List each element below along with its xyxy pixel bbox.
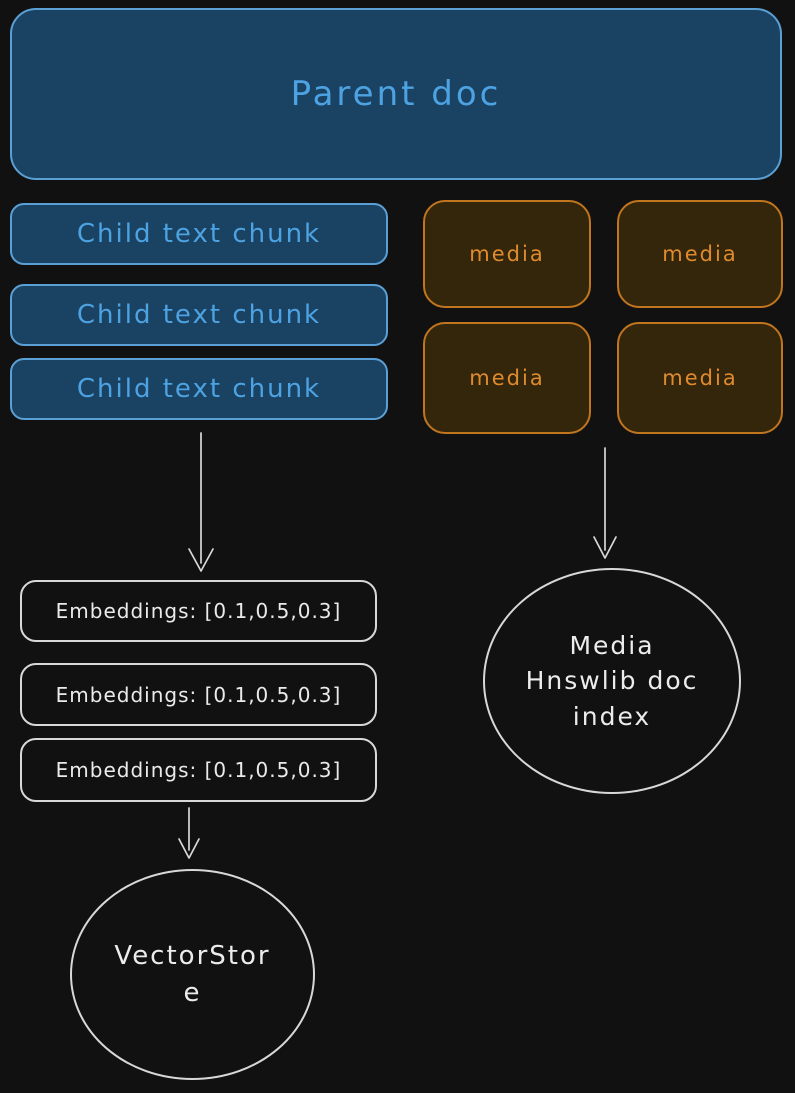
media-box: media <box>423 322 591 434</box>
parent-doc-label: Parent doc <box>290 74 502 114</box>
embeddings-box: Embeddings: [0.1,0.5,0.3] <box>20 738 377 802</box>
vector-store-label-line: e <box>183 977 202 1008</box>
parent-doc-box: Parent doc <box>10 8 782 180</box>
media-label: media <box>662 242 738 266</box>
media-label: media <box>469 242 545 266</box>
child-text-chunk-label: Child text chunk <box>76 300 322 330</box>
media-box: media <box>423 200 591 308</box>
child-text-chunk-box: Child text chunk <box>10 203 388 265</box>
media-index-label-line: Media <box>569 630 655 660</box>
media-label: media <box>469 366 545 390</box>
embeddings-label: Embeddings: [0.1,0.5,0.3] <box>55 758 342 782</box>
media-index-label-line: Hnswlib doc <box>525 666 699 696</box>
embeddings-label: Embeddings: [0.1,0.5,0.3] <box>55 599 342 623</box>
media-box: media <box>617 322 783 434</box>
vector-store-circle: VectorStor e <box>70 869 315 1080</box>
down-arrow-media-to-index <box>593 447 617 559</box>
embeddings-box: Embeddings: [0.1,0.5,0.3] <box>20 663 377 726</box>
media-index-circle: Media Hnswlib doc index <box>483 568 741 794</box>
media-index-label-line: index <box>572 701 652 731</box>
media-label: media <box>662 366 738 390</box>
child-text-chunk-label: Child text chunk <box>76 374 322 404</box>
child-text-chunk-box: Child text chunk <box>10 358 388 420</box>
embeddings-box: Embeddings: [0.1,0.5,0.3] <box>20 580 377 642</box>
child-text-chunk-box: Child text chunk <box>10 284 388 346</box>
vector-store-label-line: VectorStor <box>114 940 271 971</box>
down-arrow-embeddings-to-vectorstore <box>178 807 200 859</box>
down-arrow-chunks-to-embeddings <box>188 432 214 572</box>
media-box: media <box>617 200 783 308</box>
embeddings-label: Embeddings: [0.1,0.5,0.3] <box>55 682 342 707</box>
child-text-chunk-label: Child text chunk <box>76 219 322 249</box>
